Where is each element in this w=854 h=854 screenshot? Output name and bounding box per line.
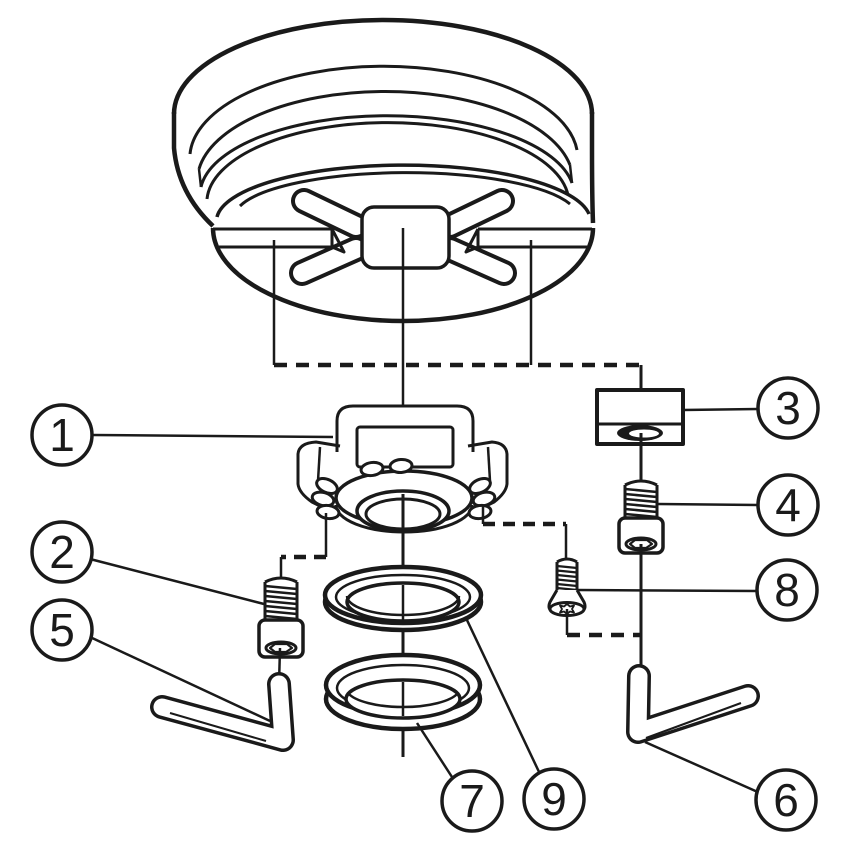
cap-screw-left: [257, 576, 305, 685]
callout-8: [755, 558, 819, 622]
leader-7: [415, 722, 454, 778]
lower-ring: [323, 652, 483, 732]
callout-2: [30, 520, 94, 584]
upper-ring: [322, 564, 484, 633]
callout-5-label: 5: [49, 604, 75, 656]
cutter-face-inner-arc: [238, 171, 571, 208]
screw4-threads: [624, 487, 658, 519]
right-key-slot: [464, 227, 592, 254]
callout-6-label: 6: [773, 774, 799, 826]
callout-3: [756, 376, 820, 440]
cutter-right-side: [589, 112, 596, 224]
callout-9: [522, 767, 586, 831]
cutter-step-arc: [197, 89, 572, 170]
flange-left-wing-edge: [316, 446, 322, 482]
screw2-hex-socket-icon: [268, 642, 294, 654]
cap-screw-right: [617, 479, 665, 672]
screw2-threads: [264, 584, 298, 621]
screw8-threads: [556, 564, 578, 592]
callout-balloons: [30, 376, 820, 833]
leader-8: [577, 588, 758, 593]
callout-7: [440, 769, 504, 833]
hex-key-left: [150, 672, 295, 752]
callout-7-label: 7: [459, 775, 485, 827]
cutter-head: [171, 17, 596, 324]
hex-key-right: [626, 664, 760, 744]
leader-4: [657, 502, 759, 507]
leader-3: [682, 407, 759, 412]
callout-6: [754, 768, 818, 832]
leader-6: [644, 740, 761, 795]
flange-right-wing-edge: [486, 446, 492, 482]
callout-leader-lines: [89, 407, 761, 795]
leader-2: [89, 557, 265, 606]
flange-bolt-holes: [310, 457, 497, 521]
cross-slot-arms: [289, 188, 517, 286]
flange-left-wing: [296, 440, 341, 515]
callout-4-label: 4: [775, 479, 801, 531]
clamp-block-slot-inner: [629, 429, 659, 438]
dashed-connector-left: [279, 513, 328, 579]
callout-4: [756, 473, 820, 537]
callout-2-label: 2: [49, 526, 75, 578]
clamp-block: [595, 388, 685, 481]
cutter-step-arc: [205, 121, 570, 200]
dashed-connector-right: [481, 506, 568, 560]
cutter-step-arc: [199, 114, 574, 188]
center-boss: [360, 205, 451, 270]
hex-key-left-facet: [169, 712, 267, 742]
callout-9-label: 9: [541, 773, 567, 825]
callout-8-label: 8: [774, 564, 800, 616]
cutter-left-side: [171, 112, 215, 228]
hex-key-right-facet: [645, 702, 742, 739]
cutter-step-arc: [215, 163, 591, 218]
leader-1: [91, 433, 334, 439]
callout-5: [30, 598, 94, 662]
callout-1: [30, 403, 94, 467]
assembly-alignment-lines: [272, 228, 643, 410]
callout-labels: 1 2 5 3 4 8 6 7 9: [49, 382, 801, 827]
callout-1-label: 1: [49, 409, 75, 461]
left-key-slot: [213, 227, 346, 254]
cutter-step-arc: [188, 64, 579, 155]
screw4-hex-socket-icon: [628, 538, 654, 550]
callout-3-label: 3: [775, 382, 801, 434]
torx-screw: [547, 557, 587, 635]
leader-5: [89, 635, 271, 723]
cutter-top-rim: [171, 17, 595, 115]
leader-9: [464, 617, 542, 775]
flange-right-wing: [467, 440, 509, 514]
